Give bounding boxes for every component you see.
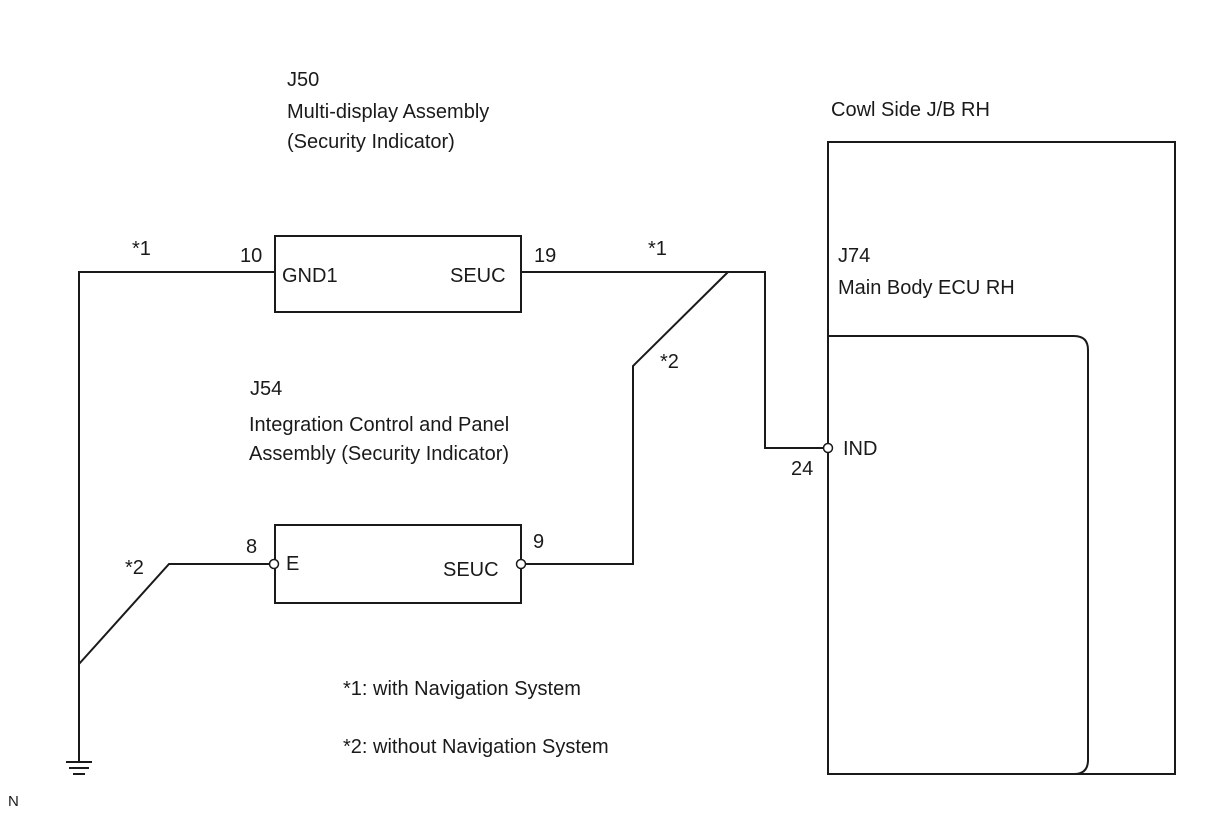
note-1: *1: with Navigation System xyxy=(343,678,581,700)
j54-pin-8-number: 8 xyxy=(246,536,257,558)
ground-icon xyxy=(66,761,92,775)
wire-marker-signal-diag: *2 xyxy=(660,351,679,373)
j54-pin-seuc-label: SEUC xyxy=(443,559,499,581)
note-2: *2: without Navigation System xyxy=(343,736,609,758)
j74-name: Main Body ECU RH xyxy=(838,277,1015,299)
wire-j50-ground xyxy=(78,271,275,762)
j54-subname: Assembly (Security Indicator) xyxy=(249,443,509,465)
j50-name: Multi-display Assembly xyxy=(287,101,489,123)
corner-label: N xyxy=(8,793,19,810)
j74-pin-24-number: 24 xyxy=(791,458,813,480)
j50-pin-gnd1-label: GND1 xyxy=(282,265,338,287)
j54-pin-8-terminal xyxy=(268,558,280,570)
j54-pin-9-terminal xyxy=(515,558,527,570)
j54-pin-e-label: E xyxy=(286,553,299,575)
wire-j54-ground xyxy=(78,563,270,665)
wire-marker-ground-diag: *2 xyxy=(125,557,144,579)
j74-code: J74 xyxy=(838,245,870,267)
wire-marker-ground-top: *1 xyxy=(132,238,151,260)
j50-pin-10-number: 10 xyxy=(240,245,262,267)
j50-pin-seuc-label: SEUC xyxy=(450,265,506,287)
wire-j54-signal xyxy=(525,271,729,565)
j50-subname: (Security Indicator) xyxy=(287,131,455,153)
j50-pin-19-number: 19 xyxy=(534,245,556,267)
j54-code: J54 xyxy=(250,378,282,400)
j74-pin-24-terminal xyxy=(822,442,834,454)
j50-code: J50 xyxy=(287,69,319,91)
j50-box xyxy=(274,235,522,313)
j54-pin-9-number: 9 xyxy=(533,531,544,553)
j54-box xyxy=(274,524,522,604)
j74-pin-ind-label: IND xyxy=(843,438,877,460)
wire-marker-signal-top: *1 xyxy=(648,238,667,260)
main-body-ecu-box xyxy=(827,335,1089,775)
j54-name: Integration Control and Panel xyxy=(249,414,509,436)
cowl-side-jb-label: Cowl Side J/B RH xyxy=(831,99,990,121)
wire-j50-signal xyxy=(521,271,824,449)
